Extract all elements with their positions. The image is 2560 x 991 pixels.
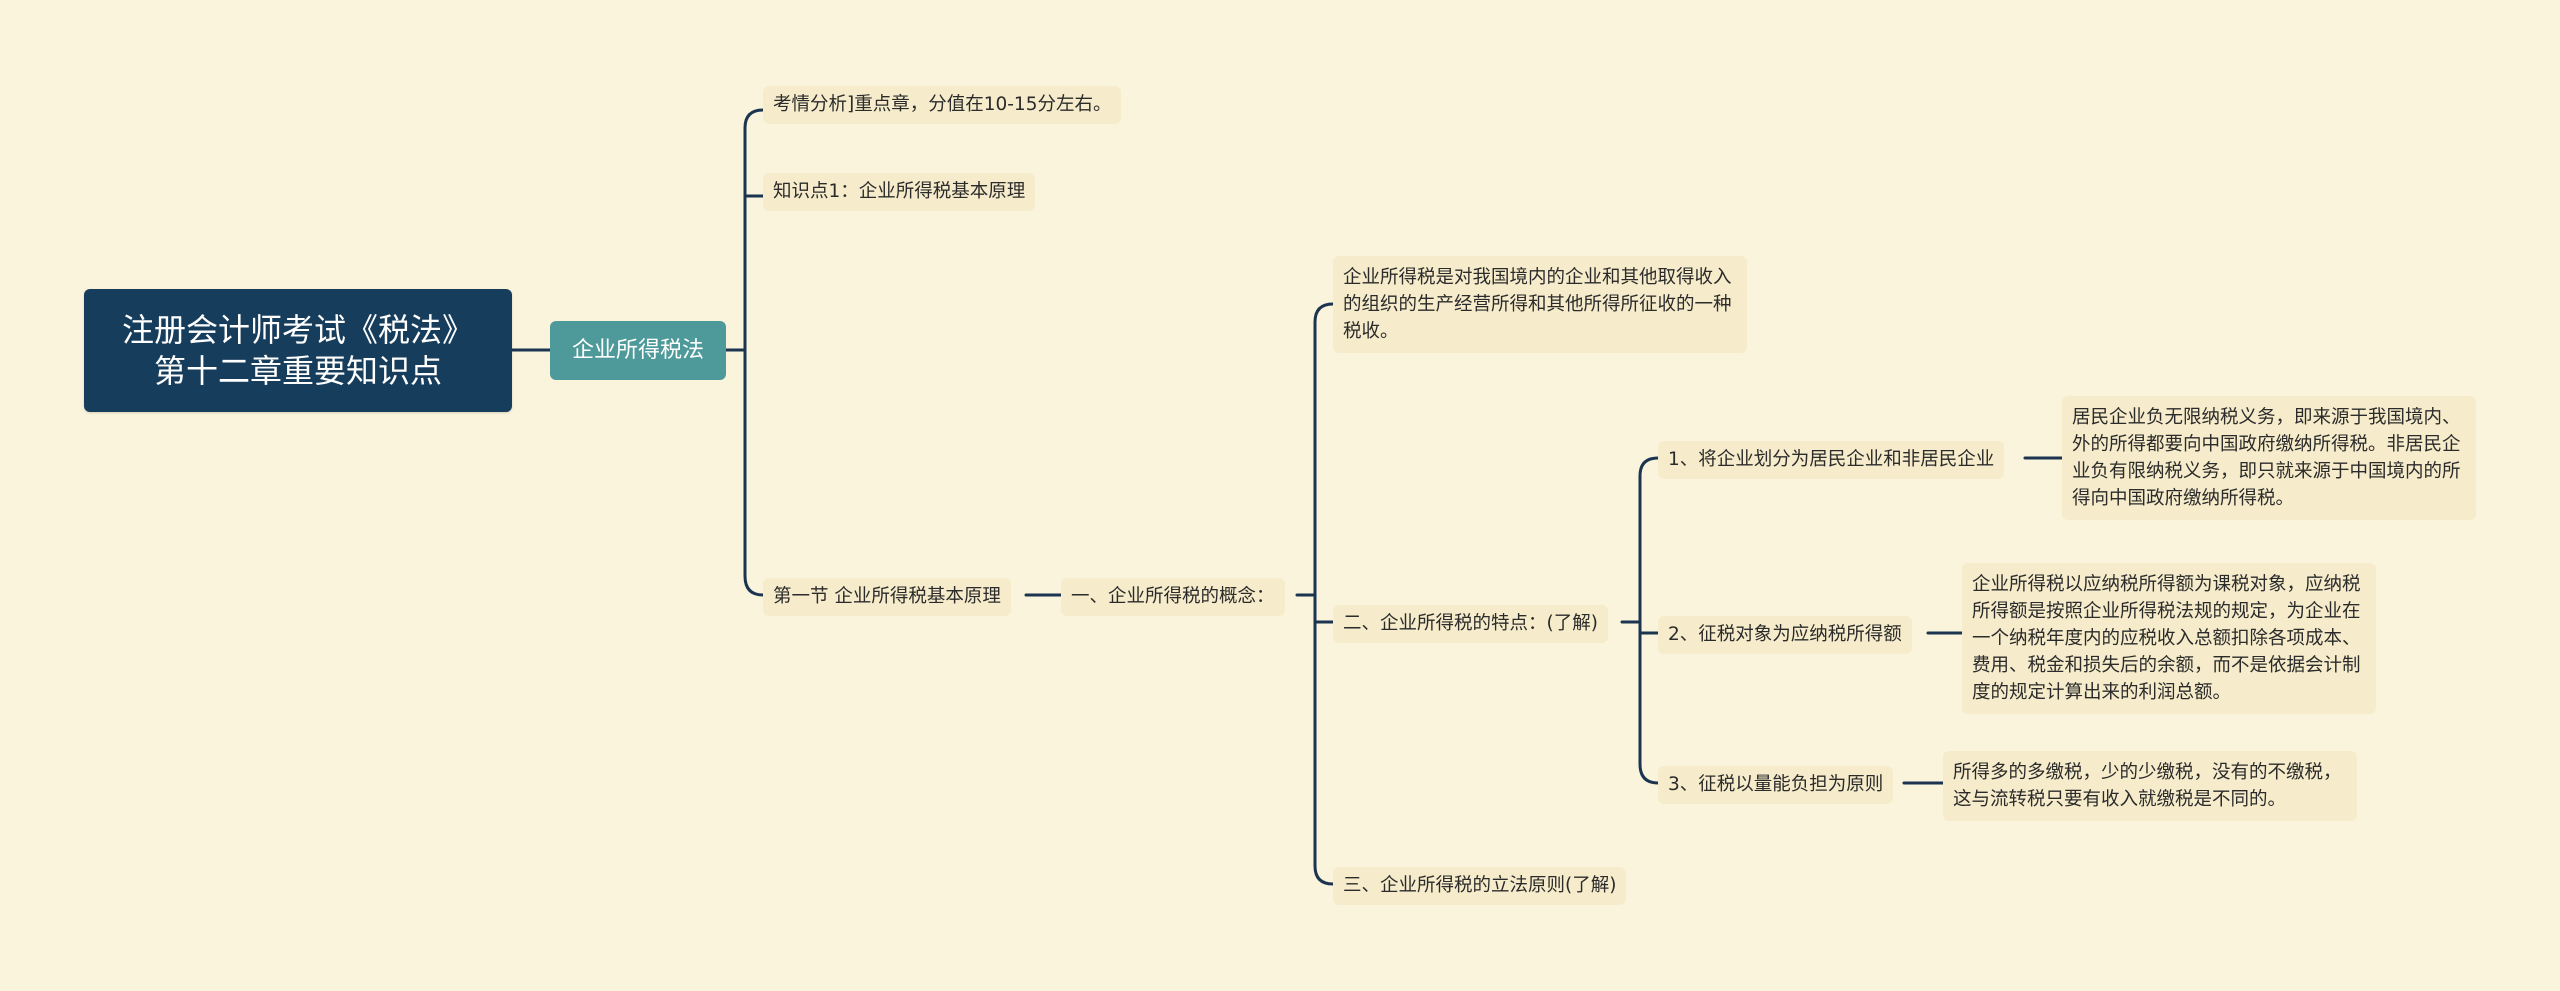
topic-knowledge-point[interactable]: 知识点1：企业所得税基本原理 <box>763 173 1036 211</box>
feature-item-3[interactable]: 3、征税以量能负担为原则 <box>1658 766 1894 804</box>
feature-detail-3[interactable]: 所得多的多缴税，少的少缴税，没有的不缴税，这与流转税只要有收入就缴税是不同的。 <box>1943 751 2357 821</box>
topic-concept[interactable]: 一、企业所得税的概念： <box>1061 578 1285 616</box>
feature-item-1[interactable]: 1、将企业划分为居民企业和非居民企业 <box>1658 441 2005 479</box>
topic-definition[interactable]: 企业所得税是对我国境内的企业和其他取得收入的组织的生产经营所得和其他所得所征收的… <box>1333 256 1747 353</box>
topic-legislative-principle[interactable]: 三、企业所得税的立法原则(了解) <box>1333 867 1627 905</box>
topic-features[interactable]: 二、企业所得税的特点：(了解) <box>1333 605 1608 643</box>
root-topic[interactable]: 注册会计师考试《税法》 第十二章重要知识点 <box>84 289 512 412</box>
feature-detail-2[interactable]: 企业所得税以应纳税所得额为课税对象，应纳税所得额是按照企业所得税法规的规定，为企… <box>1962 563 2376 714</box>
branch-label: 企业所得税法 <box>571 337 704 363</box>
feature-item-2[interactable]: 2、征税对象为应纳税所得额 <box>1658 616 1912 654</box>
feature-detail-1[interactable]: 居民企业负无限纳税义务，即来源于我国境内、外的所得都要向中国政府缴纳所得税。非居… <box>2062 396 2476 520</box>
branch-topic[interactable]: 企业所得税法 <box>550 321 726 380</box>
topic-exam-analysis[interactable]: 考情分析]重点章，分值在10-15分左右。 <box>763 86 1122 124</box>
topic-section-1[interactable]: 第一节 企业所得税基本原理 <box>763 578 1011 616</box>
root-title-line2: 第十二章重要知识点 <box>153 351 442 390</box>
root-title-line1: 注册会计师考试《税法》 <box>121 310 474 349</box>
